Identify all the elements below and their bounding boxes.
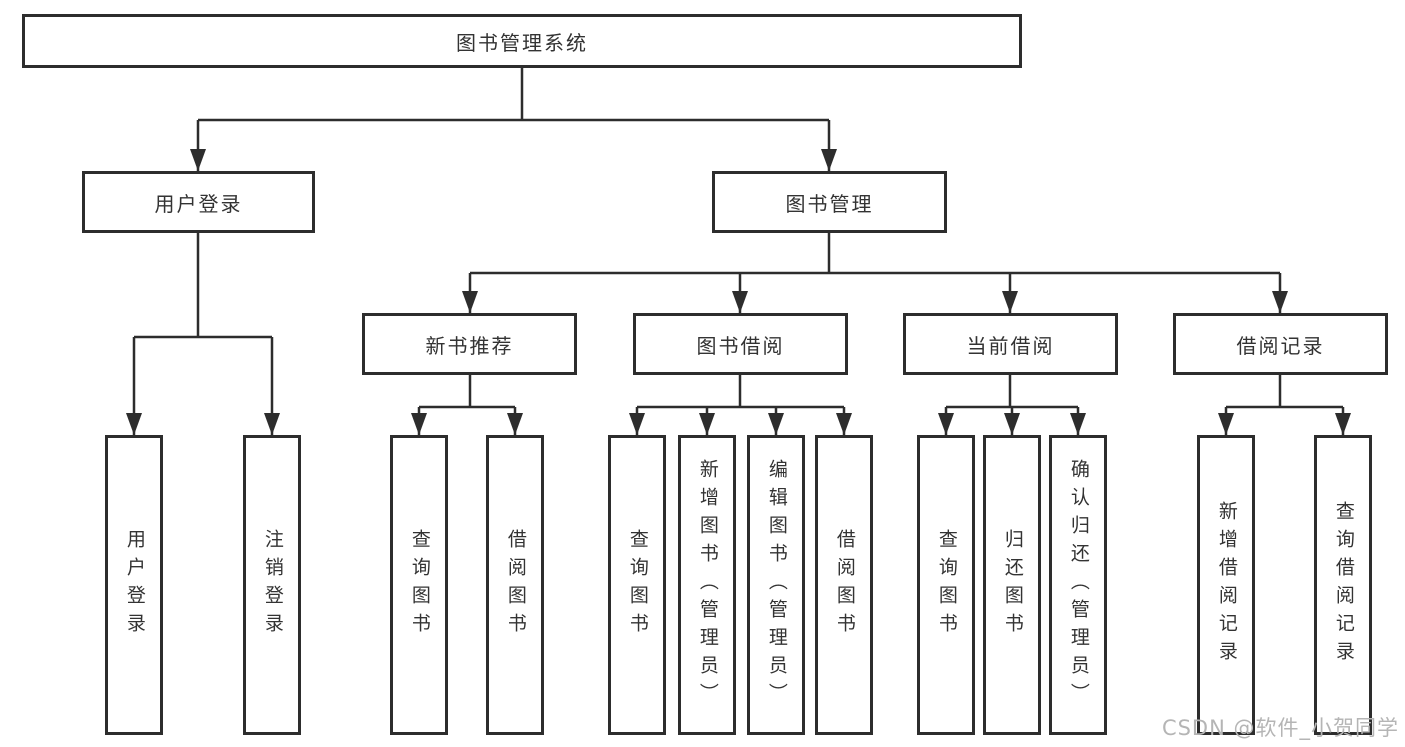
node-library-management-system: 图书管理系统 (22, 14, 1022, 68)
node-label: 查询借阅记录 (1332, 501, 1355, 669)
node-label: 注销登录 (261, 529, 284, 641)
node-label: 归还图书 (1001, 529, 1024, 641)
leaf-return-books: 归还图书 (983, 435, 1041, 735)
arrowhead-icon (264, 413, 280, 435)
csdn-watermark: CSDN @软件_小贺同学 (1161, 716, 1399, 740)
arrowhead-icon (1070, 413, 1086, 435)
leaf-query-books-borrow: 查询图书 (608, 435, 666, 735)
arrowhead-icon (1272, 291, 1288, 313)
leaf-borrow-books: 借阅图书 (815, 435, 873, 735)
arrowhead-icon (462, 291, 478, 313)
leaf-borrow-books-recommend: 借阅图书 (486, 435, 544, 735)
leaf-add-borrow-record: 新增借阅记录 (1197, 435, 1255, 735)
arrowhead-icon (1335, 413, 1351, 435)
node-label: 当前借阅 (966, 333, 1055, 358)
node-book-management: 图书管理 (712, 171, 947, 233)
node-label: 图书管理系统 (456, 30, 588, 55)
arrowhead-icon (768, 413, 784, 435)
arrowhead-icon (190, 149, 206, 171)
arrowhead-icon (507, 413, 523, 435)
node-label: 用户登录 (123, 529, 146, 641)
connector-new-book-to-leaves (417, 375, 517, 435)
leaf-query-borrow-record: 查询借阅记录 (1314, 435, 1372, 735)
node-user-login: 用户登录 (82, 171, 315, 233)
arrowhead-icon (629, 413, 645, 435)
connector-records-to-leaves (1224, 375, 1345, 435)
arrowhead-icon (1218, 413, 1234, 435)
node-label: 查询图书 (408, 529, 431, 641)
leaf-logout: 注销登录 (243, 435, 301, 735)
node-book-borrowing: 图书借阅 (633, 313, 848, 375)
node-label: 图书借阅 (696, 333, 785, 358)
node-current-borrowing: 当前借阅 (903, 313, 1118, 375)
arrowhead-icon (938, 413, 954, 435)
arrowhead-icon (699, 413, 715, 435)
connector-user-login-to-leaves (132, 233, 274, 435)
node-label: 查询图书 (935, 529, 958, 641)
node-label: 借阅记录 (1236, 333, 1325, 358)
node-label: 新增图书（管理员） (696, 459, 719, 711)
node-label: 确认归还（管理员） (1067, 459, 1090, 711)
leaf-user-login: 用户登录 (105, 435, 163, 735)
node-label: 借阅图书 (833, 529, 856, 641)
arrowhead-icon (836, 413, 852, 435)
connector-book-mgmt-to-level3 (468, 233, 1282, 313)
node-label: 新增借阅记录 (1215, 501, 1238, 669)
connector-root-to-level2 (196, 68, 831, 171)
arrowhead-icon (732, 291, 748, 313)
connector-book-borrow-to-leaves (635, 375, 846, 435)
node-borrowing-records: 借阅记录 (1173, 313, 1388, 375)
arrowheads (126, 149, 1351, 435)
node-label: 编辑图书（管理员） (765, 459, 788, 711)
arrowhead-icon (1002, 291, 1018, 313)
node-label: 查询图书 (626, 529, 649, 641)
leaf-edit-books-admin: 编辑图书（管理员） (747, 435, 805, 735)
arrowhead-icon (1004, 413, 1020, 435)
leaf-query-books-recommend: 查询图书 (390, 435, 448, 735)
leaf-add-books-admin: 新增图书（管理员） (678, 435, 736, 735)
connector-lines (132, 68, 1345, 435)
arrowhead-icon (126, 413, 142, 435)
node-label: 用户登录 (154, 191, 243, 216)
leaf-query-books-current: 查询图书 (917, 435, 975, 735)
node-label: 新书推荐 (425, 333, 514, 358)
node-new-book-recommendation: 新书推荐 (362, 313, 577, 375)
node-label: 图书管理 (785, 191, 874, 216)
leaf-confirm-return-admin: 确认归还（管理员） (1049, 435, 1107, 735)
arrowhead-icon (821, 149, 837, 171)
node-label: 借阅图书 (504, 529, 527, 641)
arrowhead-icon (411, 413, 427, 435)
